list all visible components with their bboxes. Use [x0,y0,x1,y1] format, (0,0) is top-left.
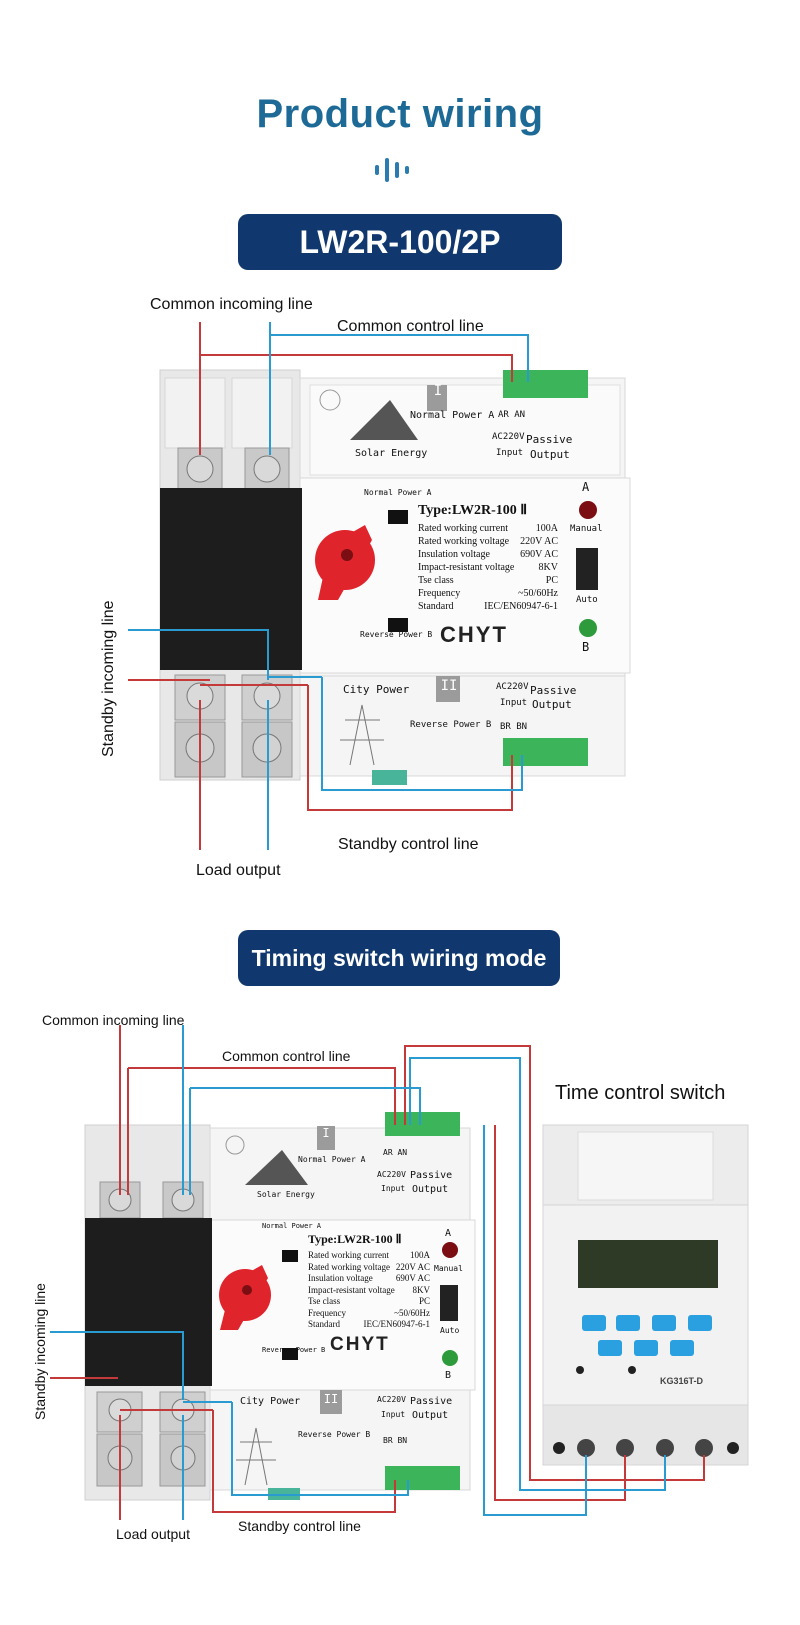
blue-wires [128,322,529,850]
reverse-power-label-2: Reverse Power B [410,720,492,730]
output-label-2: Output [532,698,572,711]
auto-label: Auto [576,595,598,605]
label2-common-incoming: Common incoming line [42,1012,185,1028]
ac220v-label-s2b: AC220V [377,1395,406,1404]
breaker-body [159,369,631,785]
roman-one: I [433,383,443,399]
ac220v-label: AC220V [492,432,525,442]
led-a-label-s2: A [445,1228,452,1239]
reverse-power-label: Reverse Power B [360,630,433,639]
solar-label-s2: Solar Energy [257,1190,315,1199]
page-title: Product wiring [256,92,544,136]
manual-label: Manual [570,524,603,534]
led-b-label-s2: B [445,1370,452,1381]
ar-an-label: AR AN [498,410,526,420]
ac220v-label-2: AC220V [496,682,529,692]
input-label-s2: Input [381,1184,406,1193]
br-bn-label: BR BN [500,722,528,732]
brand-logo: CHYT [440,622,508,647]
label-common-control: Common control line [337,318,484,335]
label2-standby-incoming: Standby incoming line [32,1283,48,1420]
normal-power-label-s2b: Normal Power A [262,1222,322,1230]
normal-power-label-2: Normal Power A [364,488,432,497]
timer-device [542,1124,749,1466]
normal-power-label: Normal Power A [410,410,495,421]
model-badge: LW2R-100/2P [238,214,562,270]
passive-label: Passive [526,433,573,446]
label-standby-control: Standby control line [338,836,479,853]
input-label-s2b: Input [381,1410,406,1419]
input-label-2: Input [500,698,528,708]
timer-model-label: KG316T-D [660,1376,704,1386]
label2-load-output: Load output [116,1526,190,1542]
blue-wires-2 [50,1025,666,1520]
label2-time-control-switch: Time control switch [555,1082,726,1104]
passive-label-2: Passive [530,684,577,697]
roman-one-s2: I [322,1126,330,1140]
red-wires [128,322,513,850]
input-label: Input [496,448,524,458]
breaker-body-2 [84,1112,476,1501]
label2-standby-control: Standby control line [238,1518,361,1534]
passive-label-s2b: Passive [410,1396,453,1407]
reverse-power-label-s2: Reverse Power B [262,1346,326,1354]
auto-label-s2: Auto [440,1326,460,1335]
type-label: Type:LW2R-100 Ⅱ [418,503,528,518]
normal-power-label-s2: Normal Power A [298,1155,366,1164]
ac220v-label-s2: AC220V [377,1170,406,1179]
brand-logo-s2: CHYT [330,1334,390,1355]
reverse-power-label-s2b: Reverse Power B [298,1430,371,1439]
red-wires-2 [50,1025,705,1520]
solar-label: Solar Energy [355,448,428,459]
manual-label-s2: Manual [434,1264,463,1273]
label-common-incoming: Common incoming line [150,296,313,313]
city-power-label-s2: City Power [240,1396,301,1407]
type-label-s2: Type:LW2R-100 Ⅱ [308,1232,402,1246]
label-load-output: Load output [196,862,281,879]
label2-common-control: Common control line [222,1048,351,1064]
roman-two: II [440,678,458,694]
passive-label-s2: Passive [410,1170,453,1181]
roman-two-s2: II [323,1392,339,1406]
br-bn-label-s2: BR BN [383,1436,408,1445]
output-label-s2: Output [412,1184,449,1195]
led-a-label: A [582,480,590,494]
output-label-s2b: Output [412,1410,449,1421]
led-b-label: B [582,640,590,654]
ar-an-label-s2: AR AN [383,1148,408,1157]
timing-section-title: Timing switch wiring mode [238,930,560,986]
city-power-label: City Power [343,683,410,696]
output-label: Output [530,448,570,461]
